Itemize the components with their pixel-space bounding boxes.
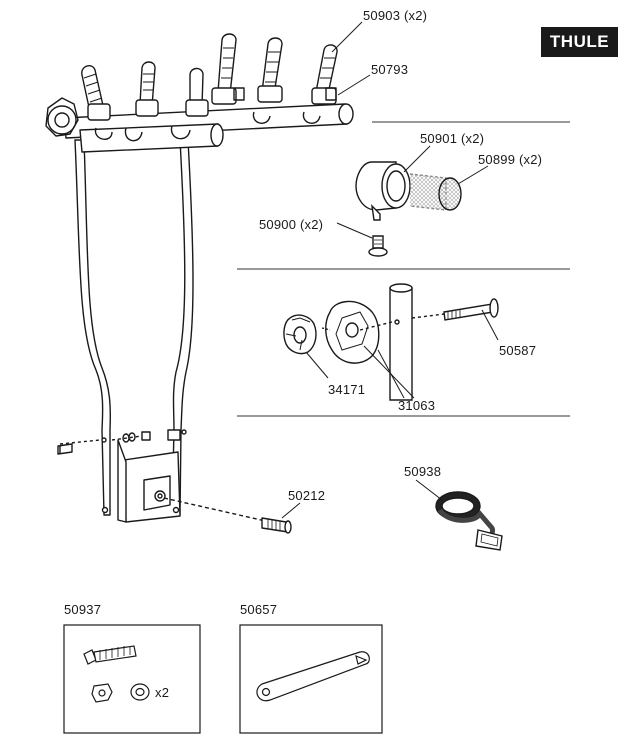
end-cap-group xyxy=(355,161,462,257)
towball-bracket xyxy=(101,429,187,523)
wheel-cradles xyxy=(94,87,337,142)
section-dividers xyxy=(237,121,570,417)
label-50899: 50899 (x2) xyxy=(478,152,543,167)
label-50937: 50937 xyxy=(64,602,102,617)
knob-clamp-group xyxy=(283,283,499,401)
label-50657: 50657 xyxy=(240,602,278,617)
side-bolt-exploded xyxy=(57,431,151,455)
thule-logo: THULE xyxy=(541,27,618,57)
label-50587: 50587 xyxy=(499,343,537,358)
label-31063: 31063 xyxy=(398,398,436,413)
label-34171: 34171 xyxy=(328,382,366,397)
quantity-x2: x2 xyxy=(155,685,170,700)
strap-50938 xyxy=(435,491,503,551)
pin-50212 xyxy=(163,497,292,534)
label-50938: 50938 xyxy=(404,464,442,479)
label-50793: 50793 xyxy=(371,62,409,77)
label-50900: 50900 (x2) xyxy=(259,217,324,232)
label-50212: 50212 xyxy=(288,488,326,503)
tool-box-50657 xyxy=(239,624,383,734)
label-50901: 50901 (x2) xyxy=(420,131,485,146)
logo-text: THULE xyxy=(549,32,610,51)
bike-carrier-assembly xyxy=(45,33,354,534)
label-50903: 50903 (x2) xyxy=(363,8,428,23)
hardware-box-50937 xyxy=(63,624,201,734)
